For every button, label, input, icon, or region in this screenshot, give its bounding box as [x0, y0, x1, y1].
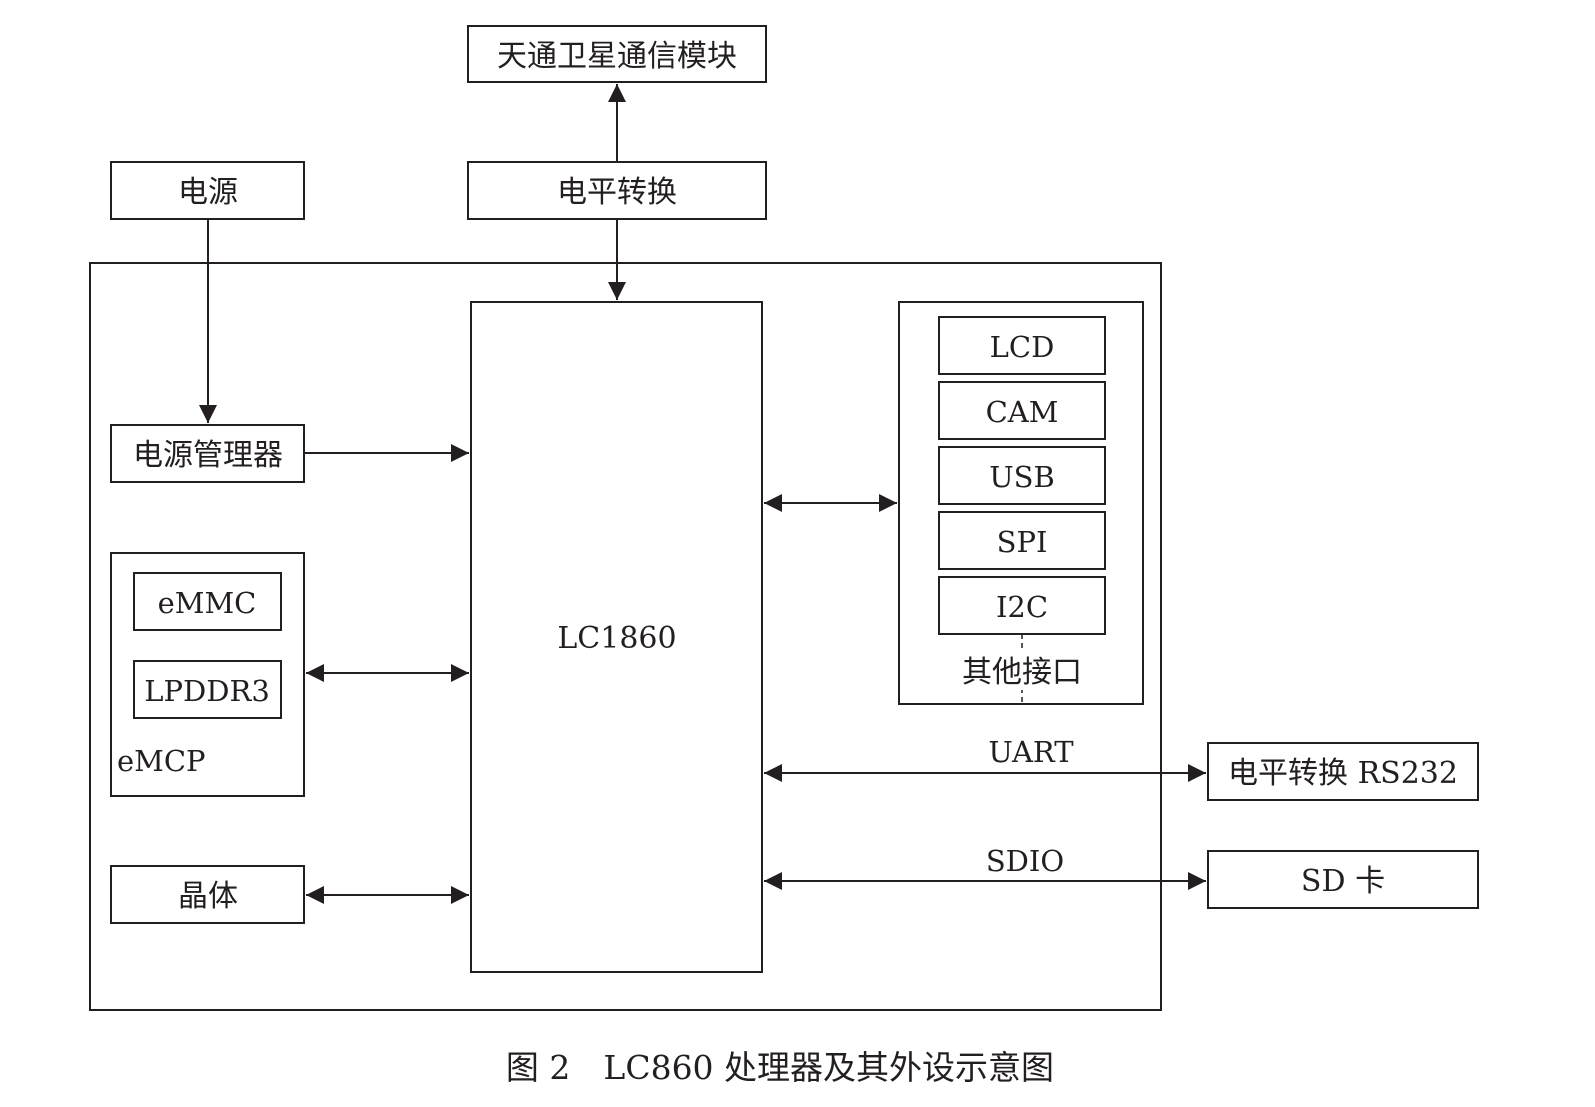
satellite-module-label: 天通卫星通信模块 — [497, 39, 737, 74]
crystal-box — [110, 865, 305, 924]
emcp-label: eMCP — [117, 744, 206, 778]
board-frame — [89, 262, 1162, 1011]
usb-box — [938, 446, 1106, 505]
emmc-label: eMMC — [158, 586, 257, 620]
emmc-box — [133, 572, 282, 631]
satellite-module-box — [467, 25, 767, 83]
i2c-box — [938, 576, 1106, 635]
spi-box — [938, 511, 1106, 570]
level-shift-top-label: 电平转换 — [557, 175, 677, 210]
power-manager-box — [110, 424, 305, 483]
lcd-label: LCD — [990, 330, 1055, 364]
sd-card-label: SD 卡 — [1301, 864, 1385, 899]
other-interfaces-label: 其他接口 — [962, 655, 1082, 690]
cam-box — [938, 381, 1106, 440]
level-shift-rs232-box — [1207, 742, 1479, 801]
cpu-label: LC1860 — [557, 621, 676, 656]
sdio-label: SDIO — [986, 844, 1064, 878]
figure-caption: 图 2 LC860 处理器及其外设示意图 — [506, 1048, 1054, 1087]
spi-label: SPI — [997, 525, 1048, 559]
uart-label: UART — [988, 735, 1074, 769]
sd-card-box — [1207, 850, 1479, 909]
level-shift-top-box — [467, 161, 767, 220]
lpddr3-box — [133, 660, 282, 719]
cpu-box — [470, 301, 763, 973]
crystal-label: 晶体 — [178, 879, 238, 914]
cam-label: CAM — [986, 395, 1059, 429]
usb-label: USB — [989, 460, 1055, 494]
other-interfaces-label-bg — [955, 652, 1089, 690]
lcd-box — [938, 316, 1106, 375]
lpddr3-label: LPDDR3 — [144, 674, 270, 708]
power-label: 电源 — [178, 175, 238, 210]
power-box — [110, 161, 305, 220]
power-manager-label: 电源管理器 — [133, 438, 283, 473]
i2c-label: I2C — [996, 590, 1048, 624]
level-shift-rs232-label: 电平转换 RS232 — [1228, 756, 1458, 791]
